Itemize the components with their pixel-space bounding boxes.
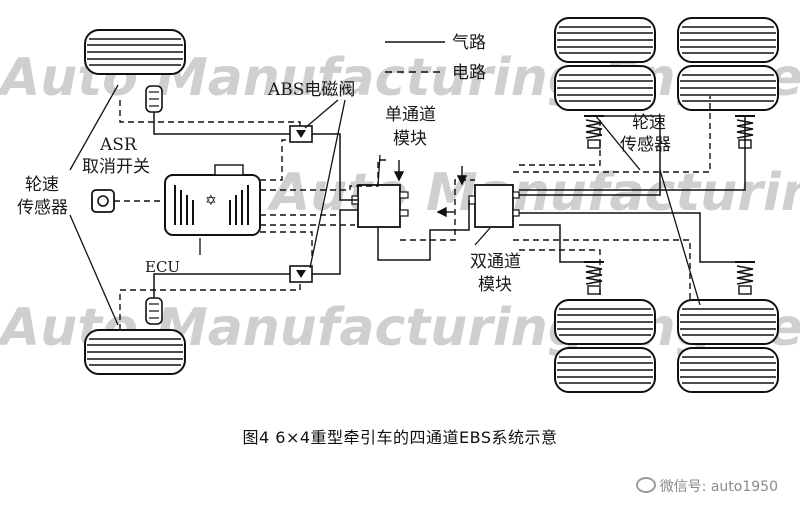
dual-channel-module (468, 184, 520, 228)
arrows (393, 160, 468, 218)
rear-tire-top-left-2 (554, 65, 656, 111)
wheel-speed-left-label-line2: 传感器 (17, 198, 68, 218)
rear-tire-top-right-1 (677, 17, 779, 63)
abs-solenoid-valve (289, 265, 313, 283)
wheel-speed-left-label-line1: 轮速 (25, 175, 59, 195)
legend-electric-label: 电路 (452, 63, 486, 83)
spring-chamber (734, 261, 756, 295)
electrical-lines (114, 96, 711, 330)
air-lines (153, 112, 746, 298)
rear-tire-top-right-2 (677, 65, 779, 111)
abs-valve-label: ABS电磁阀 (267, 80, 355, 100)
rear-tire-bottom-right-1 (677, 299, 779, 345)
rear-tire-bottom-right-2 (677, 347, 779, 393)
wechat-credit: 微信号: auto1950 (635, 476, 778, 496)
front-left-tire (84, 29, 186, 75)
figure-caption: 图4 6×4重型牵引车的四通道EBS系统示意 (242, 428, 558, 447)
single-channel-label-line1: 单通道 (385, 105, 436, 125)
asr-cancel-switch (91, 189, 115, 213)
spring-chamber (583, 261, 605, 295)
legend-air-label: 气路 (452, 33, 486, 53)
abs-solenoid-valve (289, 125, 313, 143)
ecu-star-icon: ✡ (205, 193, 217, 209)
dual-channel-label-line1: 双通道 (470, 252, 521, 272)
front-left-tire-lower (84, 329, 186, 375)
spring-chamber (583, 115, 605, 149)
dual-channel-label-line2: 模块 (478, 275, 512, 295)
rear-tire-bottom-left-1 (554, 299, 656, 345)
wechat-icon (635, 477, 656, 493)
brake-chamber (145, 85, 163, 113)
leader-lines (69, 84, 701, 326)
rear-tire-bottom-left-2 (554, 347, 656, 393)
wheel-speed-right-label-line1: 轮速 (632, 113, 666, 133)
wheel-speed-right-label-line2: 传感器 (620, 135, 671, 155)
wechat-id: 微信号: auto1950 (659, 479, 778, 495)
ecu-unit: ✡ (164, 164, 261, 236)
single-channel-label-line2: 模块 (393, 129, 427, 149)
brake-chamber (145, 297, 163, 325)
ecu-label: ECU (145, 258, 180, 276)
asr-label-line1: ASR (99, 135, 138, 155)
asr-label-line2: 取消开关 (82, 157, 150, 177)
single-channel-module (351, 184, 409, 228)
rear-tire-top-left-1 (554, 17, 656, 63)
legend: 气路 电路 (385, 33, 486, 83)
